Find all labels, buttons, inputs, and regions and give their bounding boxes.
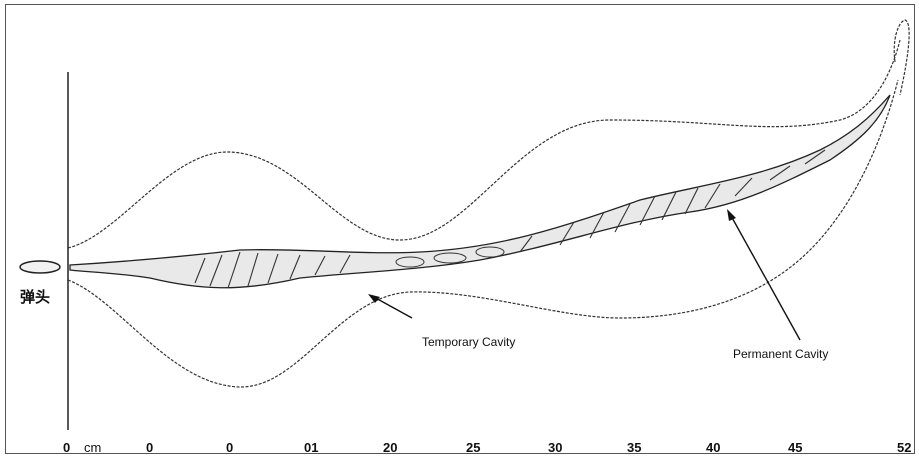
axis-tick-label: 0: [146, 440, 153, 455]
permanent-cavity-arrowhead: [727, 209, 736, 221]
axis-tick-label: 25: [466, 440, 480, 455]
axis-tick-label: 45: [788, 440, 802, 455]
cavity-tip-loop: [893, 19, 910, 96]
axis-tick-label: 0: [63, 440, 70, 455]
permanent-cavity-label: Permanent Cavity: [733, 347, 828, 361]
axis-tick-label: 01: [304, 440, 318, 455]
permanent-cavity-pointer: [729, 213, 801, 341]
axis-tick-label: 52: [897, 440, 911, 455]
temporary-cavity-label: Temporary Cavity: [422, 335, 515, 349]
diagram-frame: [5, 4, 915, 454]
axis-tick-label: 20: [383, 440, 397, 455]
axis-unit-label: cm: [84, 440, 101, 455]
temporary-cavity-upper-boundary: [67, 39, 901, 249]
axis-tick-label: 35: [627, 440, 641, 455]
axis-tick-label: 40: [706, 440, 720, 455]
temporary-cavity-lower-boundary: [67, 79, 899, 388]
permanent-cavity-band: [69, 94, 891, 289]
axis-tick-label: 30: [548, 440, 562, 455]
temporary-cavity-pointer: [371, 295, 413, 319]
permanent-cavity-hatching: [194, 149, 826, 289]
axis-tick-label: 0: [226, 440, 233, 455]
projectile-label: 弹头: [20, 288, 50, 306]
temporary-cavity-arrowhead: [368, 294, 380, 303]
projectile-icon: [19, 260, 61, 274]
